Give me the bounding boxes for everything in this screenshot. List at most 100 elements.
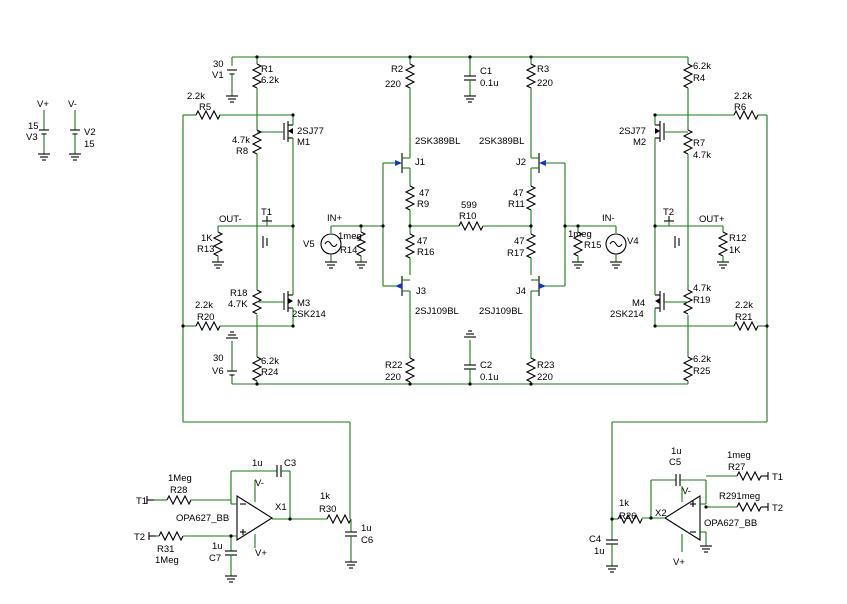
r8-resistor <box>252 129 262 290</box>
c7-capacitor <box>224 550 238 583</box>
r16-value: 47 <box>417 236 428 247</box>
r4-value: 6.2k <box>693 61 711 72</box>
c7-label: C7 <box>209 553 221 564</box>
j1-jfet <box>382 143 411 226</box>
x2-opamp <box>642 486 713 553</box>
m2-mosfet <box>654 115 688 226</box>
r23-resistor <box>526 302 536 384</box>
v3-plus-label: V+ <box>37 99 49 110</box>
x1-vplus: V+ <box>255 548 267 559</box>
r31-value: 1Meg <box>155 555 179 566</box>
r3-label: R3 <box>537 64 549 75</box>
v6-battery <box>226 331 238 376</box>
c5-value: 1u <box>671 446 682 457</box>
r23-label: R23 <box>537 360 554 371</box>
r13-label: R13 <box>197 244 214 255</box>
r4-resistor <box>683 57 693 130</box>
r31-resistor <box>149 531 237 551</box>
left-feedback-wires <box>182 110 351 519</box>
r26-label: R26 <box>619 511 636 522</box>
r10-label: R10 <box>459 211 476 222</box>
m4-type: 2SK214 <box>610 309 644 320</box>
m3-type: 2SK214 <box>292 309 326 320</box>
r9-label: R9 <box>417 199 429 210</box>
r20-label: R20 <box>197 312 214 323</box>
r27-label: R27 <box>728 462 745 473</box>
m3-label: M3 <box>297 298 310 309</box>
r2-label: R2 <box>391 64 403 75</box>
x1-model: OPA627_BB <box>176 513 229 524</box>
j4-label: J4 <box>516 286 526 297</box>
m1-type: 2SJ77 <box>297 126 324 137</box>
r19-value: 4.7k <box>693 283 711 294</box>
r1-value: 6.2k <box>261 75 279 86</box>
out-plus-node <box>655 220 730 269</box>
v1-label: V1 <box>212 70 224 81</box>
v1-battery <box>225 69 239 103</box>
r29-resistor <box>706 502 768 512</box>
v3-label: V3 <box>26 132 38 143</box>
r17-label: R17 <box>507 248 524 259</box>
j2-jfet <box>530 143 566 226</box>
out-minus-label: OUT- <box>219 214 242 225</box>
v2-supply <box>68 110 82 161</box>
m1-label: M1 <box>297 137 310 148</box>
r30-label: R30 <box>319 504 336 515</box>
c7-value: 1u <box>212 541 223 552</box>
r24-label: R24 <box>261 367 278 378</box>
r2-resistor <box>405 57 415 143</box>
r7-resistor <box>683 129 693 290</box>
r4-label: R4 <box>693 73 705 84</box>
r21-label: R21 <box>735 312 752 323</box>
r16-label: R16 <box>417 247 434 258</box>
r16-resistor <box>405 233 415 275</box>
r28-resistor <box>147 495 237 505</box>
r27-resistor <box>706 471 768 481</box>
t1-terminal-left: T1 <box>136 496 147 507</box>
r28-label: R28 <box>170 485 187 496</box>
r17-resistor <box>526 233 536 275</box>
x2-vminus: V- <box>682 486 691 497</box>
r21-value: 2.2k <box>735 300 753 311</box>
r27-value: 1meg <box>727 450 751 461</box>
r23-value: 220 <box>537 372 553 383</box>
c1-label: C1 <box>480 66 492 77</box>
r30-resistor <box>326 514 352 532</box>
x1-label: X1 <box>275 502 287 513</box>
r6-value: 2.2k <box>734 91 752 102</box>
r31-label: R31 <box>157 544 174 555</box>
j4-jfet <box>530 226 566 302</box>
v4-label: V4 <box>627 236 639 247</box>
r24-value: 6.2k <box>261 356 279 367</box>
r14-label: R14 <box>340 245 357 256</box>
r3-resistor <box>526 57 536 143</box>
r24-resistor <box>252 315 262 384</box>
r5-label: R5 <box>199 102 211 113</box>
c2-capacitor <box>463 330 477 384</box>
c1-capacitor <box>463 57 477 103</box>
r10-resistor <box>410 221 531 231</box>
r25-resistor <box>683 315 693 384</box>
r17-value: 47 <box>514 236 525 247</box>
x1-vminus: V- <box>255 478 264 489</box>
r25-label: R25 <box>693 366 710 377</box>
c6-value: 1u <box>361 523 372 534</box>
r22-label: R22 <box>385 360 402 371</box>
r9-resistor <box>405 185 415 234</box>
c2-value: 0.1u <box>480 372 499 383</box>
r12-value: 1K <box>729 245 741 256</box>
r10-value: 599 <box>461 200 477 211</box>
j3-label: J3 <box>416 286 426 297</box>
r14-value: 1meg <box>338 231 362 242</box>
junction-dots <box>181 55 769 538</box>
r6-label: R6 <box>734 102 746 113</box>
v2-minus-label: V- <box>68 99 77 110</box>
t2-terminal-right: T2 <box>772 503 783 514</box>
r11-label: R11 <box>508 199 525 210</box>
j4-type: 2SJ109BL <box>479 306 523 317</box>
r29-label: R291meg <box>719 491 760 502</box>
in-minus-label: IN- <box>602 213 615 224</box>
v5-label: V5 <box>303 239 315 250</box>
x2-label: X2 <box>655 508 667 519</box>
